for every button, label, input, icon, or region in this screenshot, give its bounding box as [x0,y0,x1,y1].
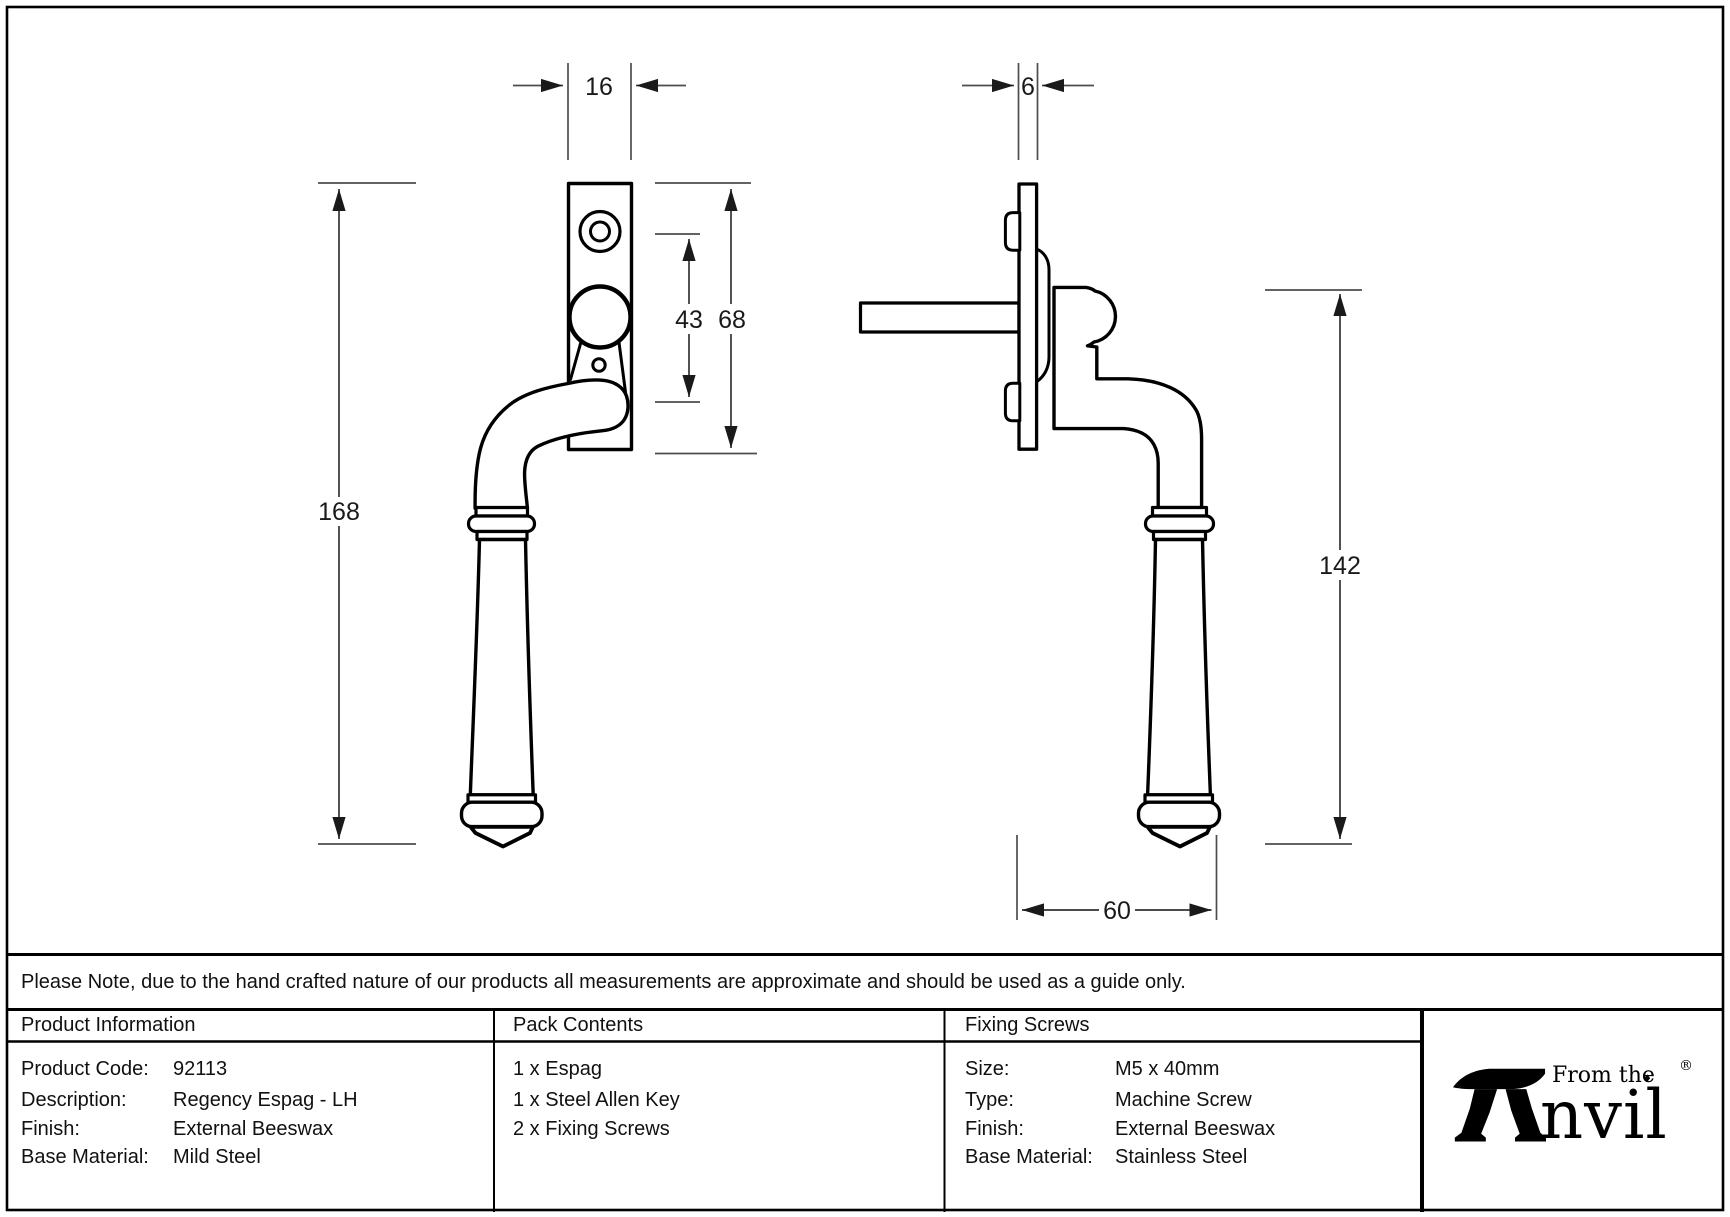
dim-label-68: 68 [718,306,746,334]
logo-brand-text: nvil [1540,1076,1668,1154]
header-fixing-screws: Fixing Screws [965,1014,1090,1036]
anvil-logo-icon [1452,1068,1546,1142]
front-grip [468,537,535,797]
finish-value: External Beeswax [173,1118,334,1140]
screw-base-material-value: Stainless Steel [1115,1146,1248,1168]
description-label: Description: [21,1089,127,1111]
side-spindle [858,301,1021,334]
screw-size-label: Size: [965,1058,1010,1080]
dimension-annotations: 16 6 168 43 [318,63,1362,925]
dim-screw-centres: 43 [655,233,703,403]
screw-type-value: Machine Screw [1115,1089,1252,1111]
header-pack-contents: Pack Contents [513,1014,644,1036]
front-neck-left-line [569,335,584,381]
pack-item-1: 1 x Espag [513,1058,602,1080]
side-screw-lug-top [1003,211,1022,252]
side-rosette-profile [1035,247,1051,384]
side-knob-and-arm [1052,285,1204,510]
dim-label-168: 168 [318,498,360,526]
side-view-espag-drawing [858,182,1222,849]
dim-label-60: 60 [1103,897,1131,925]
measurement-disclaimer-note: Please Note, due to the hand crafted nat… [21,971,1186,993]
logo-diamond-icon: ♦ [1644,1070,1651,1085]
sheet-border [5,5,1725,1212]
description-value: Regency Espag - LH [173,1089,358,1111]
dim-label-6: 6 [1021,73,1035,101]
dim-plate-thickness: 6 [962,63,1094,160]
front-handle-arm [473,378,630,510]
screw-base-material-label: Base Material: [965,1146,1093,1168]
dim-handle-height: 142 [1265,289,1362,845]
side-finial-torus [1136,800,1222,829]
header-product-information: Product Information [21,1014,196,1036]
dim-plate-width: 16 [513,63,686,160]
front-screw-hole-inner [589,220,611,243]
side-backplate [1017,182,1039,451]
front-knob [567,284,633,350]
finish-label: Finish: [21,1118,80,1140]
side-finial-point [1145,824,1212,849]
side-grip [1145,537,1213,797]
screw-finish-label: Finish: [965,1118,1024,1140]
dim-projection: 60 [1016,835,1218,925]
dim-label-16: 16 [585,73,613,101]
dim-label-142: 142 [1319,552,1361,580]
product-code-label: Product Code: [21,1058,149,1080]
front-view-espag-drawing [459,181,634,849]
pack-item-2: 1 x Steel Allen Key [513,1089,680,1111]
front-finial-point [468,824,535,849]
screw-size-value: M5 x 40mm [1115,1058,1220,1080]
side-screw-lug-bottom [1003,381,1022,423]
logo-registered-mark: ® [1679,1058,1693,1074]
front-collar-torus [466,514,537,534]
screw-type-label: Type: [965,1089,1014,1111]
front-grub-screw-hole [591,357,607,373]
screw-finish-value: External Beeswax [1115,1118,1276,1140]
side-collar-torus [1143,514,1216,534]
front-screw-hole-outer [578,209,622,254]
logo-tagline: From the [1552,1063,1655,1088]
product-code-value: 92113 [173,1058,228,1080]
base-material-value: Mild Steel [173,1146,261,1168]
dim-plate-height: 68 [655,182,757,455]
dim-label-43: 43 [675,306,703,334]
base-material-label: Base Material: [21,1146,149,1168]
dim-overall-height: 168 [318,182,416,845]
front-finial-torus [459,800,544,829]
front-neck-right-line [617,337,628,396]
pack-item-3: 2 x Fixing Screws [513,1118,670,1140]
table-grid-lines [7,953,1723,1212]
